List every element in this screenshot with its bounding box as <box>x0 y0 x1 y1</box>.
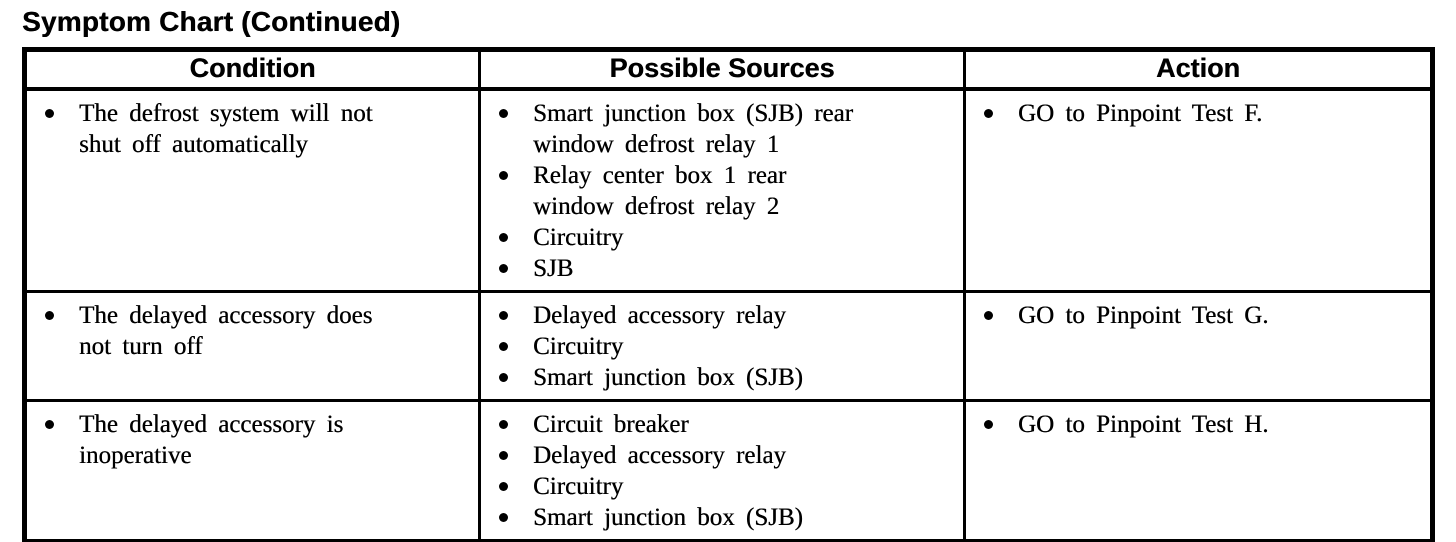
column-header-condition: Condition <box>23 48 481 91</box>
bullet-icon <box>45 420 54 429</box>
list-item: GO to Pinpoint Test F. <box>966 98 1422 129</box>
bullet-icon <box>45 109 54 118</box>
list-item-text: The defrost system will not shut off aut… <box>79 100 373 158</box>
bullet-icon <box>499 420 508 429</box>
list-item: The defrost system will not shut off aut… <box>27 98 470 160</box>
bullet-icon <box>984 109 993 118</box>
list-item: Relay center box 1 rear window defrost r… <box>481 160 955 222</box>
sources-list: Delayed accessory relay Circuitry Smart … <box>481 300 955 393</box>
action-list: GO to Pinpoint Test F. <box>966 98 1422 129</box>
table-row: The delayed accessory does not turn off … <box>23 290 1434 402</box>
table-row: The defrost system will not shut off aut… <box>23 87 1434 293</box>
bullet-icon <box>984 420 993 429</box>
list-item-text: Delayed accessory relay <box>533 442 786 469</box>
list-item-text: Smart junction box (SJB) rear window def… <box>533 100 853 158</box>
condition-cell: The delayed accessory is inoperative <box>23 399 481 542</box>
list-item: Smart junction box (SJB) <box>481 502 955 533</box>
table-row: The delayed accessory is inoperative Cir… <box>23 399 1434 542</box>
list-item: Smart junction box (SJB) rear window def… <box>481 98 955 160</box>
bullet-icon <box>499 451 508 460</box>
bullet-icon <box>499 373 508 382</box>
action-cell: GO to Pinpoint Test G. <box>963 290 1434 402</box>
list-item: Delayed accessory relay <box>481 440 955 471</box>
condition-list: The delayed accessory does not turn off <box>27 300 470 362</box>
condition-list: The delayed accessory is inoperative <box>27 409 470 471</box>
action-list: GO to Pinpoint Test H. <box>966 409 1422 440</box>
list-item-text: Relay center box 1 rear window defrost r… <box>533 162 787 220</box>
list-item-text: The delayed accessory is inoperative <box>79 411 344 469</box>
action-cell: GO to Pinpoint Test H. <box>963 399 1434 542</box>
bullet-icon <box>984 311 993 320</box>
condition-list: The defrost system will not shut off aut… <box>27 98 470 160</box>
list-item: Smart junction box (SJB) <box>481 362 955 393</box>
list-item-text: Circuitry <box>533 333 624 360</box>
bullet-icon <box>499 513 508 522</box>
list-item-text: GO to Pinpoint Test F. <box>1018 100 1263 127</box>
column-header-possible-sources: Possible Sources <box>478 48 966 91</box>
condition-cell: The defrost system will not shut off aut… <box>23 87 481 293</box>
list-item-text: Circuitry <box>533 224 624 251</box>
bullet-icon <box>499 311 508 320</box>
list-item-text: Smart junction box (SJB) <box>533 504 803 531</box>
bullet-icon <box>499 264 508 273</box>
sources-cell: Smart junction box (SJB) rear window def… <box>478 87 966 293</box>
sources-list: Circuit breaker Delayed accessory relay … <box>481 409 955 533</box>
list-item: Delayed accessory relay <box>481 300 955 331</box>
list-item-text: The delayed accessory does not turn off <box>79 302 373 360</box>
list-item: Circuit breaker <box>481 409 955 440</box>
list-item: The delayed accessory is inoperative <box>27 409 470 471</box>
list-item-text: SJB <box>533 255 574 282</box>
list-item: Circuitry <box>481 331 955 362</box>
bullet-icon <box>499 482 508 491</box>
action-list: GO to Pinpoint Test G. <box>966 300 1422 331</box>
header-row: Condition Possible Sources Action <box>23 48 1434 91</box>
column-header-action: Action <box>963 48 1434 91</box>
bullet-icon <box>499 109 508 118</box>
sources-cell: Circuit breaker Delayed accessory relay … <box>478 399 966 542</box>
sources-cell: Delayed accessory relay Circuitry Smart … <box>478 290 966 402</box>
action-cell: GO to Pinpoint Test F. <box>963 87 1434 293</box>
list-item-text: Circuitry <box>533 473 624 500</box>
list-item: Circuitry <box>481 471 955 502</box>
list-item-text: Smart junction box (SJB) <box>533 364 803 391</box>
list-item: Circuitry <box>481 222 955 253</box>
page-title: Symptom Chart (Continued) <box>22 6 401 37</box>
list-item: GO to Pinpoint Test H. <box>966 409 1422 440</box>
condition-cell: The delayed accessory does not turn off <box>23 290 481 402</box>
list-item: GO to Pinpoint Test G. <box>966 300 1422 331</box>
bullet-icon <box>499 342 508 351</box>
list-item-text: Delayed accessory relay <box>533 302 786 329</box>
sources-list: Smart junction box (SJB) rear window def… <box>481 98 955 284</box>
list-item: SJB <box>481 253 955 284</box>
list-item: The delayed accessory does not turn off <box>27 300 470 362</box>
list-item-text: GO to Pinpoint Test H. <box>1018 411 1269 438</box>
list-item-text: Circuit breaker <box>533 411 689 438</box>
list-item-text: GO to Pinpoint Test G. <box>1018 302 1269 329</box>
bullet-icon <box>499 171 508 180</box>
symptom-chart-table: Condition Possible Sources Action The de… <box>22 47 1435 542</box>
bullet-icon <box>499 233 508 242</box>
bullet-icon <box>45 311 54 320</box>
